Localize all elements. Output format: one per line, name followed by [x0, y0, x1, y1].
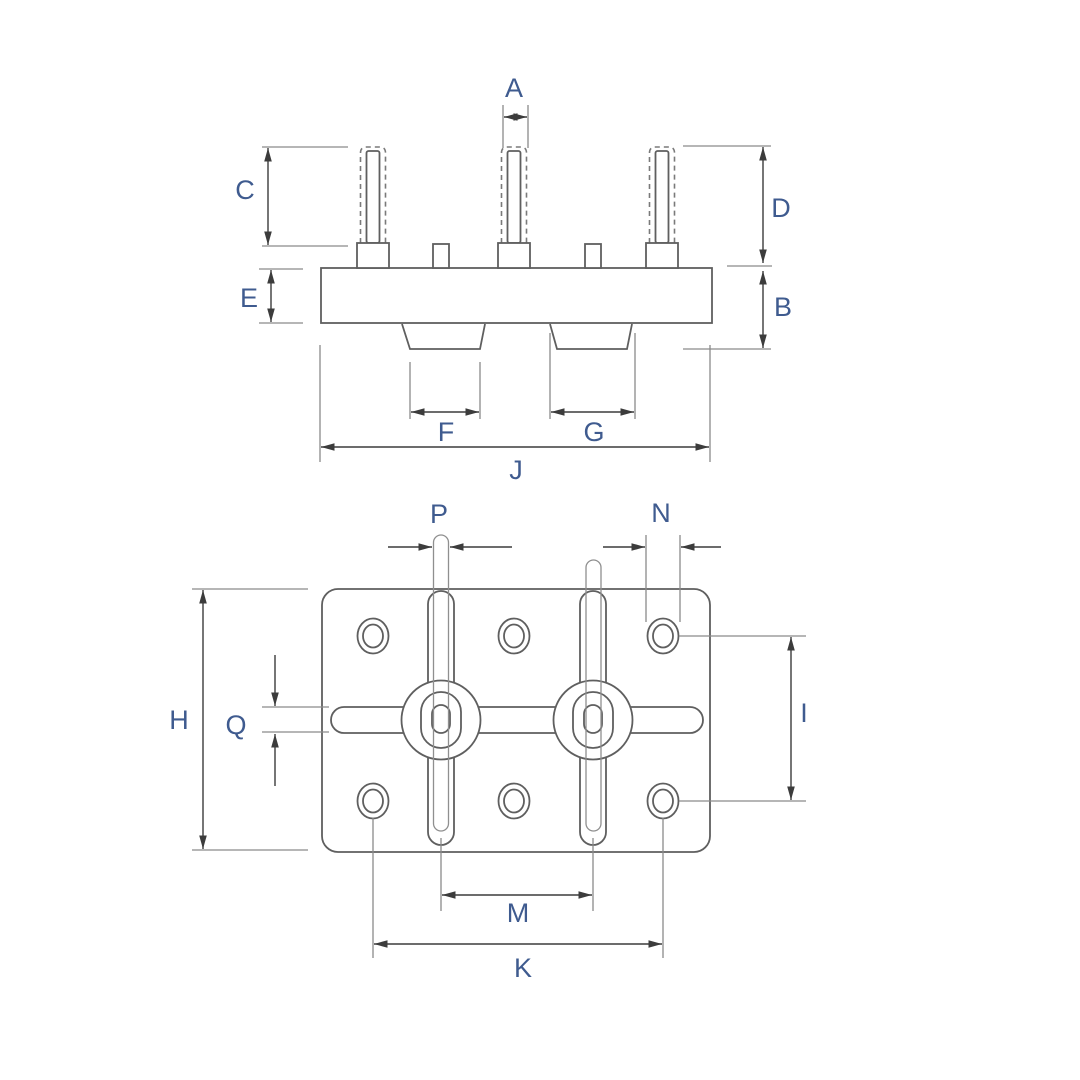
- mounting-hole: [497, 617, 531, 655]
- dim-label-q: Q: [225, 710, 246, 740]
- plan-view: P N H Q I M K: [169, 498, 808, 983]
- dim-label-e: E: [240, 283, 258, 313]
- base-plate-side: [320, 267, 713, 324]
- dim-label-a: A: [505, 73, 523, 103]
- dim-label-n: N: [651, 498, 671, 528]
- terminal-hole: [583, 704, 603, 734]
- stud-right: [645, 146, 679, 269]
- dim-label-c: C: [235, 175, 255, 205]
- dim-label-p: P: [430, 499, 448, 529]
- side-view-dimension-lines: [264, 113, 767, 451]
- stud-thread-outline: [648, 146, 676, 243]
- dim-label-f: F: [438, 417, 455, 447]
- terminal-hole: [431, 704, 451, 734]
- bottom-pad-left: [401, 323, 486, 350]
- stud-center: [497, 146, 531, 269]
- dim-label-g: G: [583, 417, 604, 447]
- dim-label-j: J: [509, 455, 523, 485]
- stud-core: [365, 150, 381, 244]
- dim-label-m: M: [507, 898, 530, 928]
- mounting-hole: [356, 617, 390, 655]
- dim-label-d: D: [771, 193, 791, 223]
- stud-thread-outline: [359, 146, 387, 243]
- stud-core: [654, 150, 670, 244]
- plan-view-extension-lines: [192, 535, 806, 958]
- dim-label-k: K: [514, 953, 532, 983]
- bottom-pad-right: [549, 323, 633, 350]
- side-view-extension-lines: [259, 105, 772, 462]
- stud-boss: [356, 242, 390, 269]
- stud-boss: [645, 242, 679, 269]
- dim-label-h: H: [169, 705, 189, 735]
- terminal-bump-right: [584, 243, 602, 269]
- stud-left: [356, 146, 390, 269]
- stud-thread-outline: [500, 146, 528, 243]
- stud-core: [506, 150, 522, 244]
- inner-slot-right: [585, 559, 602, 832]
- side-view: A C E D B F G J: [235, 73, 792, 485]
- mounting-hole: [646, 617, 680, 655]
- dim-label-b: B: [774, 292, 792, 322]
- inner-slot-left: [432, 534, 450, 832]
- plan-view-dimension-lines: [199, 543, 795, 948]
- terminal-boss-left: [400, 679, 482, 761]
- terminal-bump-left: [432, 243, 450, 269]
- mounting-hole: [497, 782, 531, 820]
- dim-label-i: I: [800, 698, 808, 728]
- stud-boss: [497, 242, 531, 269]
- terminal-boss-right: [552, 679, 634, 761]
- horizontal-slot: [330, 706, 704, 734]
